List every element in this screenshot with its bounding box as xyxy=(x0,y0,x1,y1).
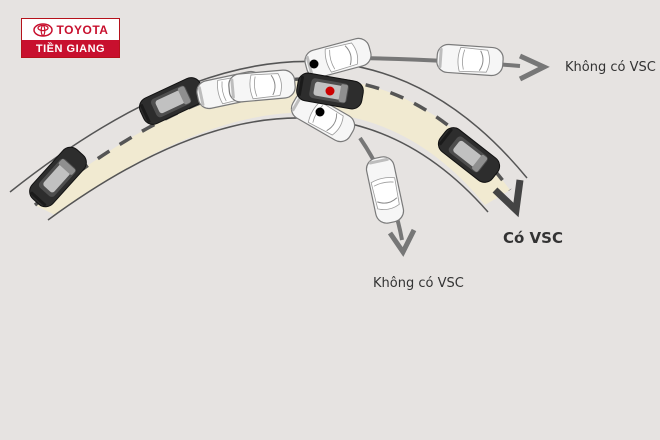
car-white-top-2 xyxy=(435,43,505,77)
car-white-ghost-2 xyxy=(227,68,297,104)
logo-dealer-text: TIỀN GIANG xyxy=(22,40,119,57)
marker-red xyxy=(325,86,335,96)
logo-brand-text: TOYOTA xyxy=(56,22,109,37)
label-without-vsc-bottom: Không có VSC xyxy=(373,276,464,291)
arrow-head-with-vsc xyxy=(492,179,524,218)
arrow-head-bottom xyxy=(387,228,417,257)
road-outer-edge xyxy=(9,60,528,193)
toyota-tien-giang-logo: TOYOTA TIỀN GIANG xyxy=(21,18,120,58)
car-white-slide-2 xyxy=(363,154,407,226)
toyota-emblem-icon xyxy=(32,22,53,37)
marker-black-2 xyxy=(315,107,325,117)
logo-top-row: TOYOTA xyxy=(22,19,119,40)
label-with-vsc: Có VSC xyxy=(503,229,563,247)
road-inner-edge xyxy=(47,117,489,221)
road-band xyxy=(35,78,510,215)
marker-black-1 xyxy=(309,59,319,69)
label-without-vsc-top: Không có VSC xyxy=(565,60,656,75)
arrow-head-top xyxy=(518,53,550,82)
